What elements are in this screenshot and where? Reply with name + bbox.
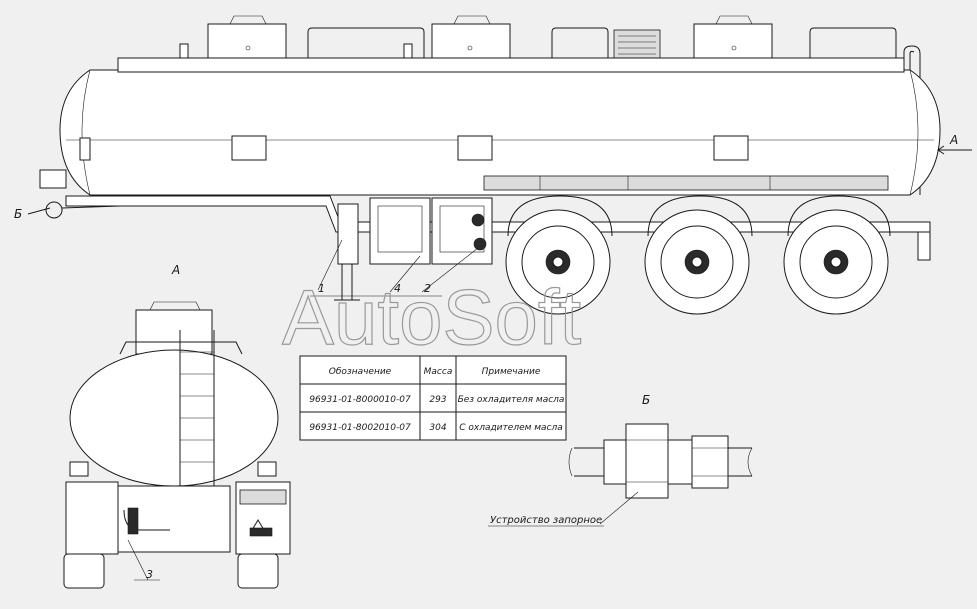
watermark: AutoSoft xyxy=(282,273,582,361)
rear-bumper-lights xyxy=(239,489,287,537)
table-row-1-designation: 96931-01-8000010-07 xyxy=(309,395,411,405)
view-b-title: Б xyxy=(642,393,650,407)
table-header-mass: Масса xyxy=(424,367,453,377)
side-view: А Б 1 4 2 xyxy=(14,15,972,315)
wheel-axle-2 xyxy=(644,209,750,315)
view-a-title: А xyxy=(171,263,180,277)
table-row-2-note: С охладителем масла xyxy=(459,423,563,433)
table-header-note: Примечание xyxy=(482,367,541,377)
manhole-domes xyxy=(179,15,773,61)
tank-cross-section xyxy=(69,349,279,487)
callout-4: 4 xyxy=(394,282,401,295)
view-a-marker: А xyxy=(949,133,958,147)
tool-boxes xyxy=(369,197,493,265)
wheel-axle-1 xyxy=(505,209,611,315)
table-row-2-mass: 304 xyxy=(429,423,446,433)
table-row-1-mass: 293 xyxy=(429,395,446,405)
kingpin-connector xyxy=(45,201,63,219)
view-b-marker: Б xyxy=(14,207,22,221)
detail-b-caption: Устройство запорное xyxy=(490,515,602,526)
landing-gear xyxy=(334,203,360,301)
callout-1: 1 xyxy=(318,282,325,295)
walkway-rails xyxy=(307,27,921,195)
detail-b-shutoff-device: Б Устройство запорное xyxy=(488,393,753,527)
table-header-designation: Обозначение xyxy=(329,367,392,377)
rear-ladder xyxy=(179,330,215,486)
callout-2: 2 xyxy=(424,282,431,295)
designation-table: Обозначение Масса Примечание 96931-01-80… xyxy=(299,355,567,441)
view-a-rear: А 3 xyxy=(63,263,291,589)
wheel-axle-3 xyxy=(783,209,889,315)
table-row-2-designation: 96931-01-8002010-07 xyxy=(309,423,411,433)
table-row-1-note: Без охладителя масла xyxy=(458,395,565,405)
callout-3: 3 xyxy=(146,568,153,581)
